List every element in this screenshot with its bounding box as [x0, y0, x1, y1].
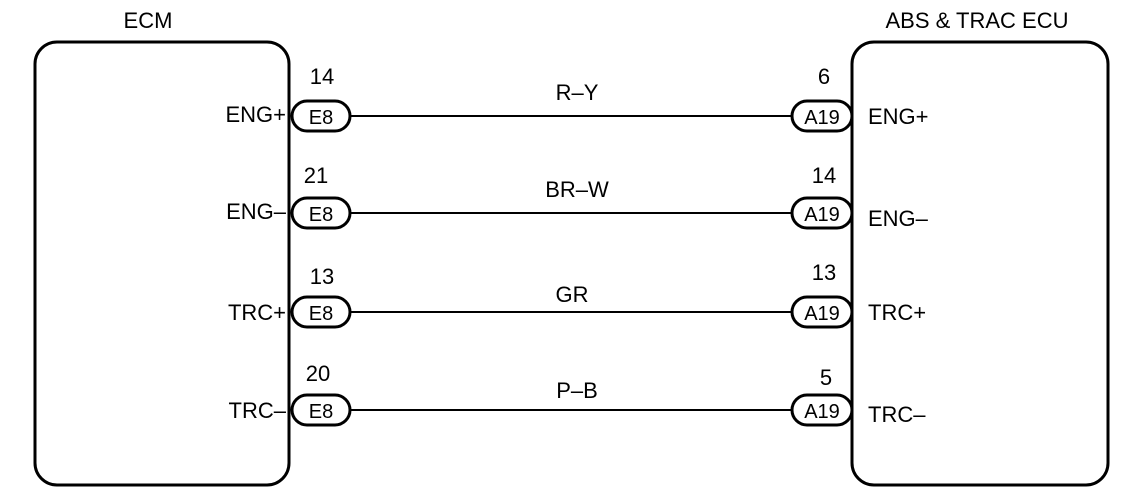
ecm-pin-number: 13	[310, 264, 334, 289]
ecu-signal-label: TRC–	[868, 402, 926, 427]
ecu-pin-number: 14	[812, 163, 836, 188]
abs-trac-ecu-box	[850, 40, 1110, 487]
ecm-connector-id: E8	[309, 204, 333, 226]
ecm-connector-id: E8	[309, 401, 333, 423]
ecm-signal-label: TRC–	[229, 398, 287, 423]
circuit-row-trc-minus: P–B TRC– 20 E8 5 A19 TRC–	[229, 361, 927, 427]
ecm-signal-label: TRC+	[228, 300, 286, 325]
ecu-connector-oval	[790, 99, 854, 133]
ecu-pin-number: 6	[818, 64, 830, 89]
ecm-connector-oval	[290, 393, 352, 427]
wire-color-code: R–Y	[556, 80, 599, 105]
wire-color-code: GR	[556, 282, 589, 307]
circuit-row-eng-minus: BR–W ENG– 21 E8 14 A19 ENG–	[226, 163, 929, 231]
ecm-title: ECM	[124, 8, 173, 33]
ecu-connector-id: A19	[804, 401, 840, 423]
ecm-box	[33, 40, 291, 487]
ecu-connector-id: A19	[804, 303, 840, 325]
ecm-pin-number: 21	[304, 163, 328, 188]
wire-color-code: P–B	[556, 378, 598, 403]
ecm-pin-number: 20	[306, 361, 330, 386]
ecu-signal-label: ENG–	[868, 206, 929, 231]
ecu-connector-oval	[790, 295, 854, 329]
ecm-signal-label: ENG+	[225, 102, 286, 127]
ecu-pin-number: 5	[820, 365, 832, 390]
ecu-pin-number: 13	[812, 260, 836, 285]
ecm-connector-id: E8	[309, 303, 333, 325]
circuit-row-eng-plus: R–Y ENG+ 14 E8 6 A19 ENG+	[225, 64, 929, 133]
ecu-connector-id: A19	[804, 107, 840, 129]
ecu-signal-label: TRC+	[868, 300, 926, 325]
ecu-connector-oval	[790, 196, 854, 230]
ecm-connector-id: E8	[309, 107, 333, 129]
ecu-connector-oval	[790, 393, 854, 427]
wire-color-code: BR–W	[545, 177, 609, 202]
ecm-pin-number: 14	[310, 64, 334, 89]
ecu-signal-label: ENG+	[868, 104, 929, 129]
circuit-row-trc-plus: GR TRC+ 13 E8 13 A19 TRC+	[228, 260, 926, 329]
ecm-signal-label: ENG–	[226, 199, 287, 224]
ecm-connector-oval	[290, 196, 352, 230]
ecm-connector-oval	[290, 99, 352, 133]
ecu-connector-id: A19	[804, 204, 840, 226]
abs-trac-ecu-title: ABS & TRAC ECU	[886, 8, 1069, 33]
ecm-connector-oval	[290, 295, 352, 329]
